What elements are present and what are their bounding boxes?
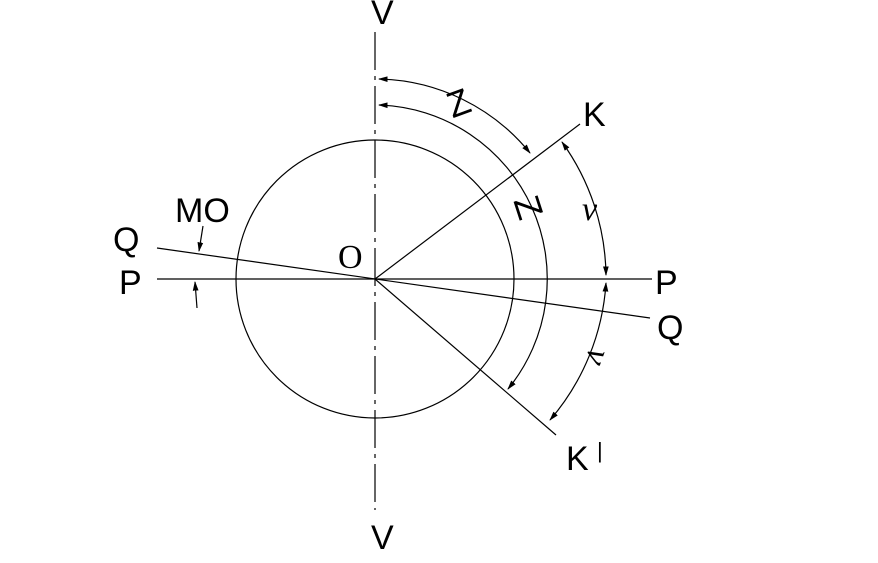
arc-nu-lower <box>549 282 609 421</box>
label-nu-lower: ν <box>577 344 617 372</box>
label-p-left: P <box>119 264 142 302</box>
arc-nu-upper <box>561 141 609 276</box>
label-o: O <box>338 239 363 276</box>
label-v-top: V <box>371 0 394 32</box>
label-nu-upper: ν <box>582 191 598 228</box>
label-v-bottom: V <box>371 519 394 557</box>
arc-z-upper <box>378 76 531 154</box>
arc-z-lower <box>378 102 548 390</box>
label-k-prime-mark: | <box>597 438 603 463</box>
label-k: K <box>583 96 606 134</box>
label-k-prime: K <box>566 440 589 478</box>
label-p-right: P <box>655 264 678 302</box>
label-mo: MO <box>175 192 230 230</box>
tilted-line-qq <box>156 247 651 319</box>
mo-arrow-lower <box>192 281 199 309</box>
mo-arrow-upper <box>197 225 204 252</box>
label-z-lower: Z <box>506 191 552 225</box>
label-q-left: Q <box>113 221 139 259</box>
label-q-right: Q <box>657 309 683 347</box>
